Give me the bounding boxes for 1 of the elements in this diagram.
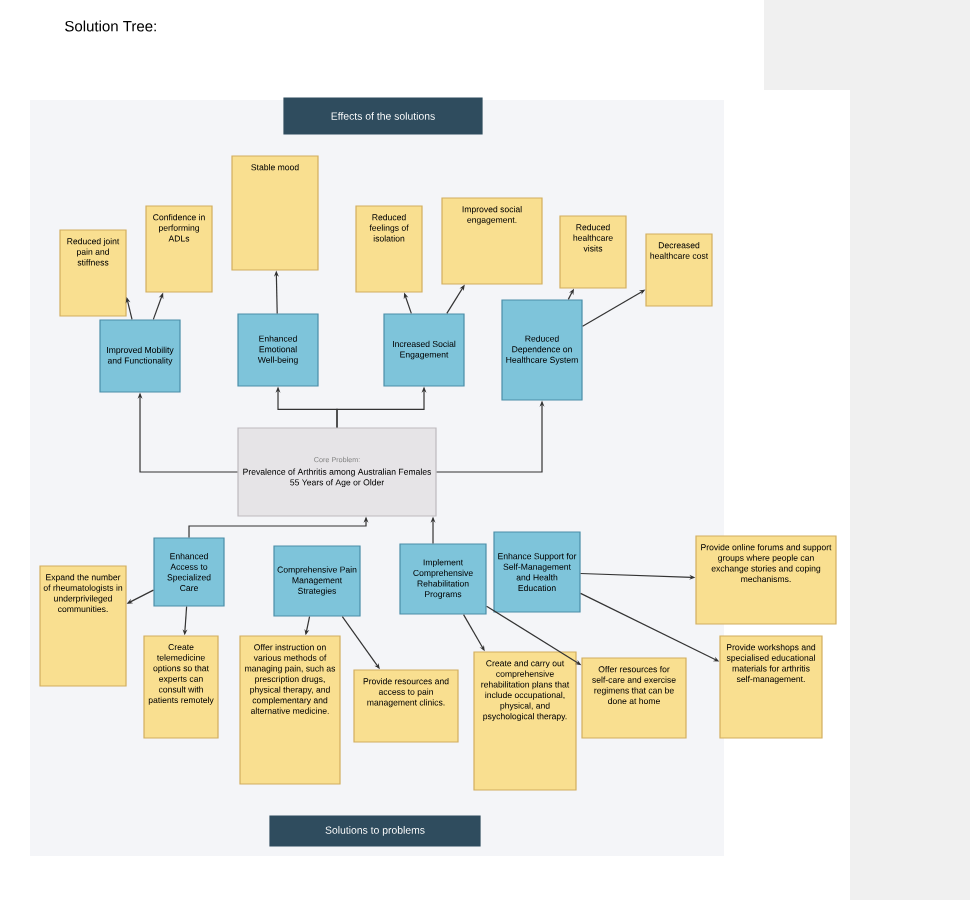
- arrow: [125, 297, 133, 320]
